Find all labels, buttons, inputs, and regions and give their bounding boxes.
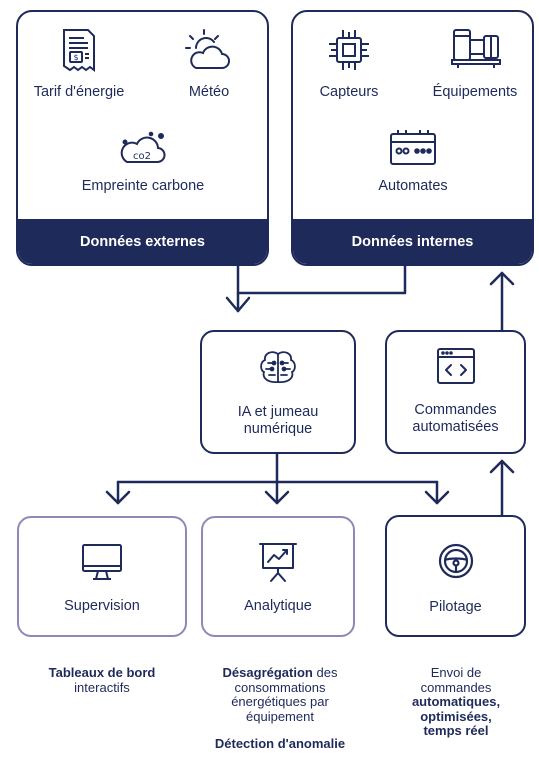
- item-sensors: Capteurs: [299, 26, 399, 100]
- analytics-caption: Désagrégation des consommations énergéti…: [201, 665, 359, 752]
- brain-circuit-icon: [260, 351, 296, 384]
- internal-data-footer: Données internes: [293, 219, 532, 264]
- item-plc: Automates: [353, 126, 473, 194]
- ai-digital-twin-box: IA et jumeau numérique: [200, 330, 356, 454]
- piloting-caption-bold: automatiques, optimisées, temps réel: [411, 694, 501, 739]
- supervision-box: Supervision: [17, 516, 187, 637]
- plc-label: Automates: [378, 178, 448, 194]
- analytics-caption-bold: Désagrégation: [222, 665, 313, 680]
- supervision-label: Supervision: [64, 598, 140, 614]
- chip-icon: [329, 30, 369, 70]
- item-energy-tariff: $ Tarif d'énergie: [24, 26, 134, 100]
- external-data-panel: $ Tarif d'énergie Météo co2: [16, 10, 269, 266]
- presentation-chart-icon: [259, 543, 297, 582]
- pump-icon: [451, 29, 501, 68]
- automated-commands-box: Commandes automatisées: [385, 330, 526, 454]
- piloting-caption: Envoi de commandes automatiques, optimis…: [400, 665, 512, 739]
- analytics-caption-text: des consommations énergétiques par équip…: [231, 665, 338, 724]
- automated-commands-label: Commandes automatisées: [412, 402, 499, 435]
- plc-icon: [390, 130, 436, 165]
- weather-label: Météo: [188, 84, 230, 100]
- supervision-caption: Tableaux de bord interactifs: [17, 665, 187, 695]
- analytics-caption-anomaly: Détection d'anomalie: [214, 736, 346, 752]
- analytics-box: Analytique: [201, 516, 355, 637]
- co2-cloud-icon: co2: [120, 131, 166, 163]
- svg-text:$: $: [73, 53, 78, 62]
- piloting-caption-text: Envoi de commandes: [420, 665, 492, 695]
- ai-digital-twin-label: IA et jumeau numérique: [237, 404, 319, 437]
- monitor-icon: [82, 544, 122, 580]
- piloting-box: Pilotage: [385, 515, 526, 637]
- energy-bill-icon: $: [63, 29, 95, 72]
- carbon-footprint-label: Empreinte carbone: [81, 178, 205, 194]
- item-carbon-footprint: co2 Empreinte carbone: [58, 128, 228, 194]
- svg-text:co2: co2: [133, 151, 151, 162]
- supervision-caption-bold: Tableaux de bord: [48, 665, 156, 680]
- piloting-label: Pilotage: [429, 599, 482, 615]
- external-data-footer: Données externes: [18, 219, 267, 264]
- item-equipment: Équipements: [419, 26, 531, 100]
- sensors-label: Capteurs: [319, 84, 379, 100]
- equipment-label: Équipements: [432, 84, 518, 100]
- internal-data-panel: Capteurs Équipements: [291, 10, 534, 266]
- weather-icon: [185, 29, 230, 69]
- steering-wheel-icon: [438, 543, 473, 579]
- energy-tariff-label: Tarif d'énergie: [33, 84, 125, 100]
- item-weather: Météo: [154, 26, 264, 100]
- code-window-icon: [436, 348, 475, 384]
- supervision-caption-text: interactifs: [74, 679, 130, 695]
- analytics-label: Analytique: [244, 598, 312, 614]
